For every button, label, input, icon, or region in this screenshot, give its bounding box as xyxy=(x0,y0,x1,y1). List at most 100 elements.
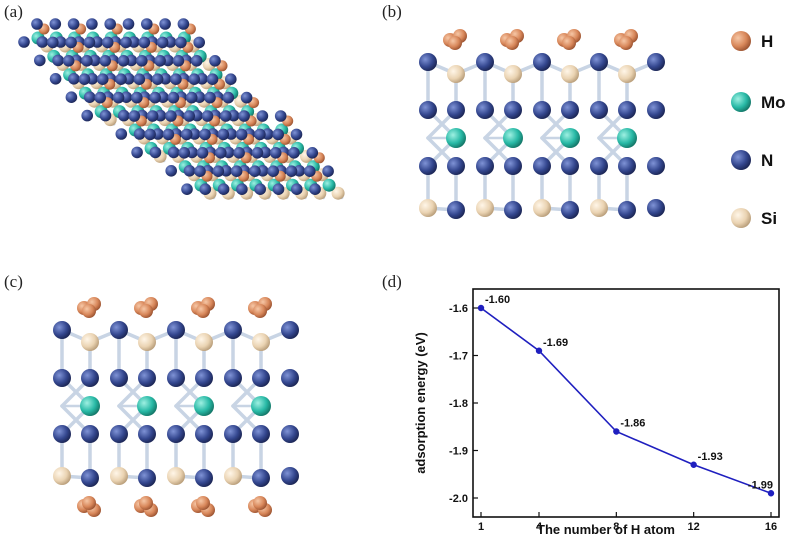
atom-n xyxy=(178,147,190,159)
data-label: -1.99 xyxy=(748,479,773,491)
atom-si xyxy=(110,467,128,485)
atom-n xyxy=(81,469,99,487)
legend-swatch-n xyxy=(731,150,751,170)
atom-n xyxy=(133,128,146,140)
atom-n xyxy=(146,110,159,122)
atom-n xyxy=(194,165,206,177)
atom-n xyxy=(138,425,156,443)
atom-n xyxy=(138,369,156,387)
atom-n xyxy=(81,425,99,443)
atom-n xyxy=(224,425,242,443)
atom-h xyxy=(505,36,519,50)
legend-label-mo: Mo xyxy=(761,93,786,112)
atom-n xyxy=(81,109,93,122)
atom-n xyxy=(288,147,300,159)
atom-n xyxy=(156,36,169,49)
atom-h xyxy=(619,36,633,50)
atom-n xyxy=(225,73,237,85)
y-axis-title: adsorption energy (eV) xyxy=(413,332,428,474)
atom-n xyxy=(254,183,266,195)
atom-n xyxy=(115,73,127,85)
x-tick-label: 8 xyxy=(613,521,619,533)
structure-top-view xyxy=(18,18,345,200)
atom-n xyxy=(138,469,156,487)
atom-n xyxy=(285,165,298,177)
atom-n xyxy=(195,469,213,487)
atom-n xyxy=(118,109,130,122)
atom-n xyxy=(188,73,200,85)
atom-si xyxy=(447,65,465,83)
atom-n xyxy=(322,165,334,177)
x-tick-label: 12 xyxy=(688,521,700,533)
atom-si xyxy=(252,333,270,351)
atom-n xyxy=(199,183,212,195)
atom-n xyxy=(181,183,193,195)
atom-n xyxy=(65,91,78,103)
atom-n xyxy=(31,18,43,30)
atom-n xyxy=(272,183,285,195)
atom-n xyxy=(81,55,93,67)
atom-n xyxy=(212,165,225,177)
atom-mo xyxy=(446,128,466,148)
atom-n xyxy=(167,91,180,104)
atom-n xyxy=(419,101,437,119)
atom-n xyxy=(533,53,551,71)
atom-n xyxy=(267,165,280,177)
atom-h xyxy=(196,304,210,318)
atom-n xyxy=(281,425,299,443)
atom-n xyxy=(53,321,71,339)
atom-n xyxy=(236,183,248,195)
atom-n xyxy=(195,425,213,443)
atom-si xyxy=(504,65,522,83)
atom-si xyxy=(81,333,99,351)
atom-si xyxy=(224,467,242,485)
atom-n xyxy=(647,53,665,71)
atom-h xyxy=(82,496,96,510)
atom-n xyxy=(167,321,185,339)
atom-n xyxy=(274,110,287,122)
atom-mo xyxy=(617,128,637,148)
atom-n xyxy=(281,467,299,485)
atom-n xyxy=(18,36,30,48)
atom-n xyxy=(47,36,59,49)
y-tick-label: -2.0 xyxy=(449,493,468,505)
atom-n xyxy=(154,55,166,67)
plot-frame xyxy=(472,288,780,518)
atom-n xyxy=(183,110,195,122)
data-label: -1.60 xyxy=(485,294,510,306)
x-tick-label: 16 xyxy=(765,521,777,533)
atom-h xyxy=(562,36,576,50)
atom-h xyxy=(139,496,153,510)
atom-n xyxy=(281,369,299,387)
atom-n xyxy=(590,53,608,71)
atom-n xyxy=(167,146,180,159)
atom-n xyxy=(309,183,321,195)
atom-n xyxy=(590,101,608,119)
atom-n xyxy=(183,165,196,177)
atom-n xyxy=(149,91,161,104)
atom-n xyxy=(272,128,285,141)
atom-n xyxy=(99,109,112,122)
atom-n xyxy=(217,128,230,141)
atom-si xyxy=(590,199,608,217)
legend-label-si: Si xyxy=(761,209,777,228)
x-tick-label: 1 xyxy=(478,521,484,533)
atom-n xyxy=(180,128,193,141)
atom-si xyxy=(419,199,437,217)
atom-n xyxy=(62,55,75,67)
atom-n xyxy=(101,36,114,49)
atom-n xyxy=(618,101,636,119)
atom-n xyxy=(230,165,243,177)
atom-n xyxy=(177,18,190,30)
atom-n xyxy=(476,101,494,119)
atom-n xyxy=(170,73,182,85)
atom-h xyxy=(448,36,462,50)
atom-n xyxy=(53,425,71,443)
atom-n xyxy=(67,18,80,30)
atom-n xyxy=(195,369,213,387)
atom-n xyxy=(533,101,551,119)
atom-n xyxy=(240,91,253,104)
atom-n xyxy=(618,157,636,175)
x-axis-title: The number of H atom xyxy=(537,522,675,537)
